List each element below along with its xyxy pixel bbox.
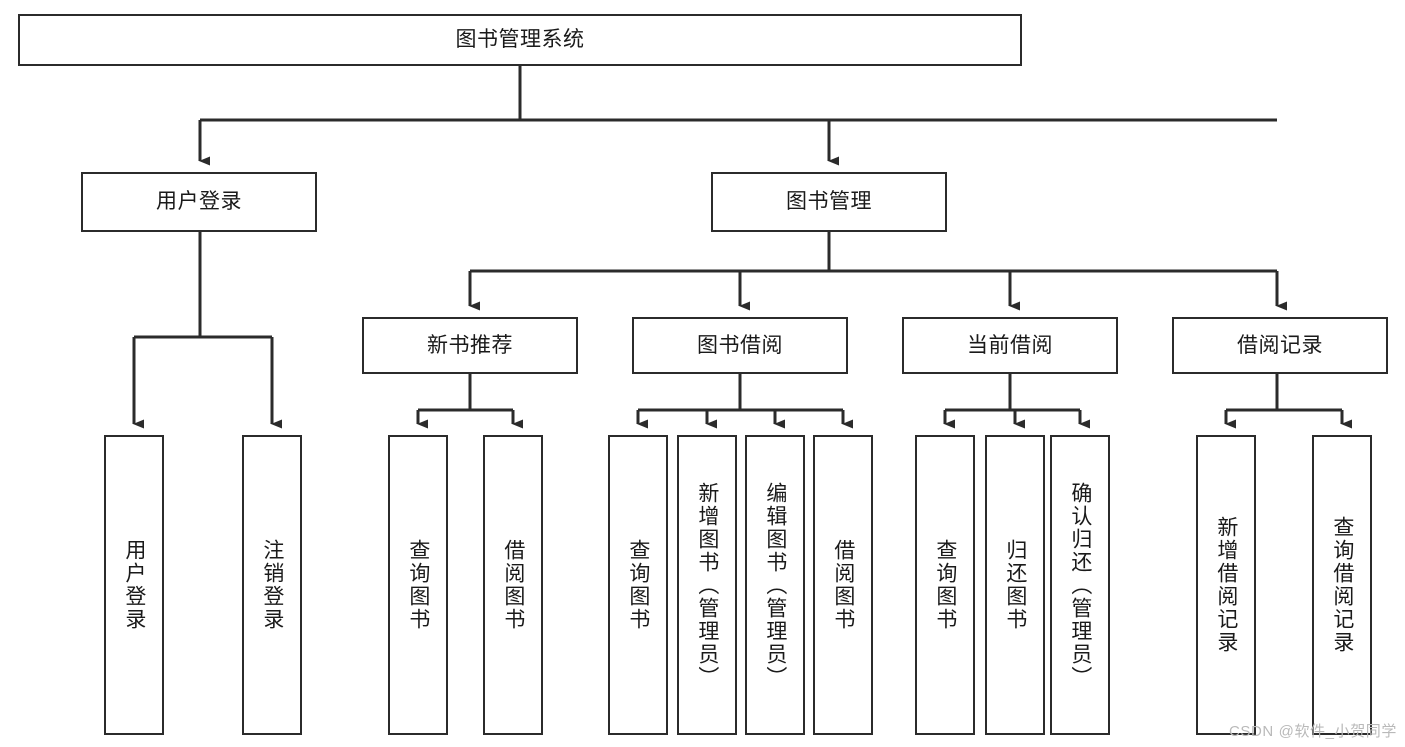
node-label: 借阅图书	[831, 539, 855, 631]
node-label: 用户登录	[122, 539, 146, 631]
watermark-text: CSDN @软件_小贺同学	[1228, 723, 1397, 740]
node-label: 确认归还（管理员）	[1068, 481, 1092, 689]
node-label: 查询图书	[933, 539, 957, 631]
node-label: 用户登录	[156, 190, 242, 214]
leaf-query-borrow-record[interactable]: 查询借阅记录	[1312, 435, 1372, 735]
leaf-add-borrow-record[interactable]: 新增借阅记录	[1196, 435, 1256, 735]
node-label: 新增借阅记录	[1214, 516, 1238, 654]
leaf-borrow-book-rec[interactable]: 借阅图书	[483, 435, 543, 735]
leaf-add-book-admin[interactable]: 新增图书（管理员）	[677, 435, 737, 735]
leaf-borrow-book[interactable]: 借阅图书	[813, 435, 873, 735]
node-book-borrowing[interactable]: 图书借阅	[632, 317, 848, 374]
leaf-logout[interactable]: 注销登录	[242, 435, 302, 735]
node-book-management[interactable]: 图书管理	[711, 172, 947, 232]
node-label: 编辑图书（管理员）	[763, 481, 787, 689]
leaf-query-book-current[interactable]: 查询图书	[915, 435, 975, 735]
leaf-user-login[interactable]: 用户登录	[104, 435, 164, 735]
leaf-confirm-return-admin[interactable]: 确认归还（管理员）	[1050, 435, 1110, 735]
node-label: 查询图书	[406, 539, 430, 631]
node-root-system[interactable]: 图书管理系统	[18, 14, 1022, 66]
node-borrowing-record[interactable]: 借阅记录	[1172, 317, 1388, 374]
leaf-query-book-borrow[interactable]: 查询图书	[608, 435, 668, 735]
node-current-borrowing[interactable]: 当前借阅	[902, 317, 1118, 374]
node-label: 图书管理	[786, 190, 872, 214]
node-label: 注销登录	[260, 539, 284, 631]
node-label: 借阅图书	[501, 539, 525, 631]
node-label: 查询借阅记录	[1330, 516, 1354, 654]
node-label: 借阅记录	[1237, 333, 1323, 357]
node-label: 图书管理系统	[455, 28, 585, 52]
node-label: 图书借阅	[697, 333, 783, 357]
node-user-login[interactable]: 用户登录	[81, 172, 317, 232]
node-label: 新书推荐	[427, 333, 513, 357]
node-label: 归还图书	[1003, 539, 1027, 631]
leaf-return-book[interactable]: 归还图书	[985, 435, 1045, 735]
leaf-edit-book-admin[interactable]: 编辑图书（管理员）	[745, 435, 805, 735]
node-label: 新增图书（管理员）	[695, 481, 719, 689]
leaf-query-book-rec[interactable]: 查询图书	[388, 435, 448, 735]
node-label: 当前借阅	[967, 333, 1053, 357]
node-label: 查询图书	[626, 539, 650, 631]
node-new-book-recommendation[interactable]: 新书推荐	[362, 317, 578, 374]
